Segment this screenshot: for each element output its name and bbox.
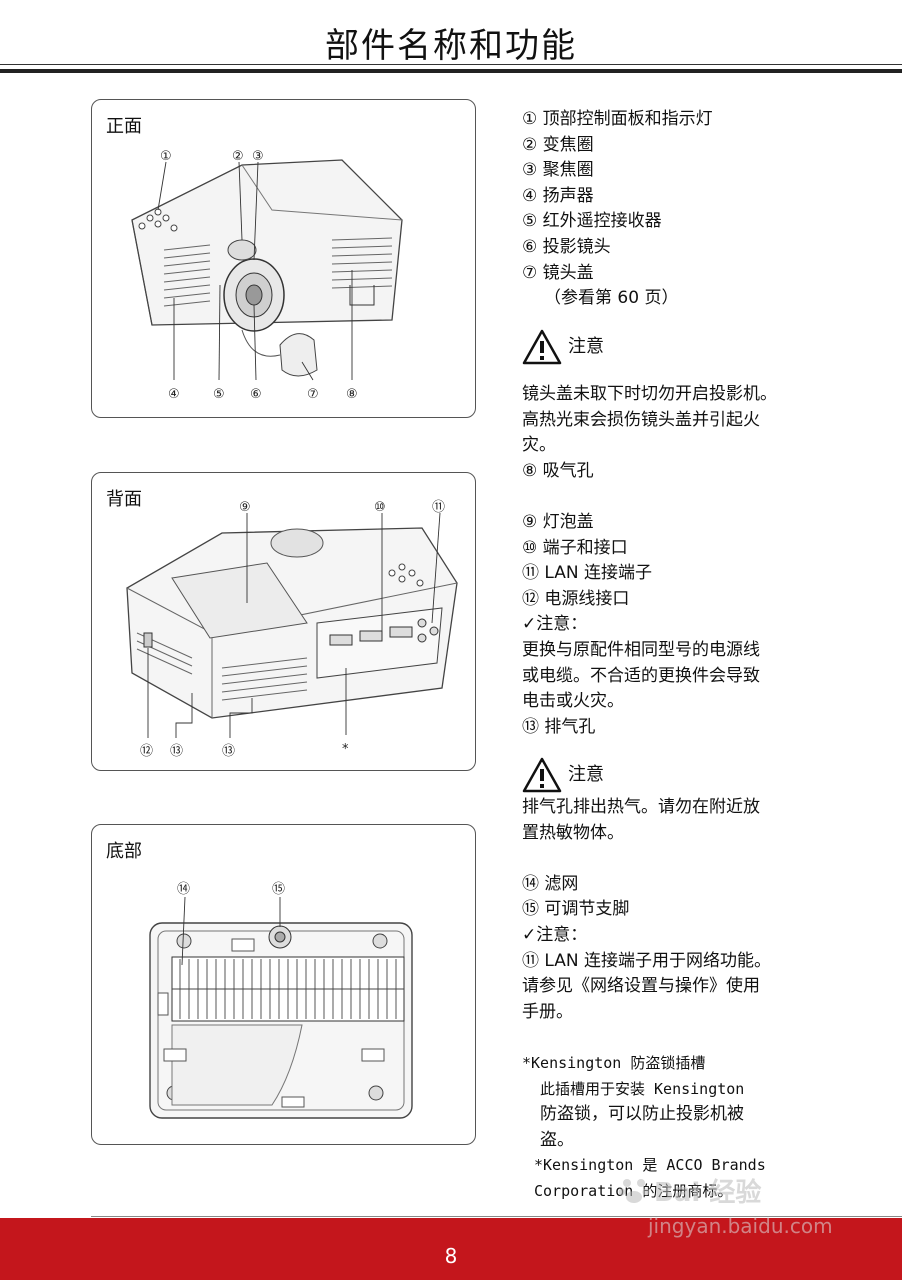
front-view-panel: 正面 — [91, 99, 476, 418]
callout-14: ⑭ — [177, 882, 190, 897]
caution-line: 排气孔排出热气。请勿在附近放 — [522, 797, 760, 817]
kensington-line: 此插槽用于安装 Kensington — [540, 1079, 745, 1098]
watermark-url: jingyan.baidu.com — [648, 1214, 833, 1238]
callout-15: ⑮ — [272, 882, 285, 897]
list-item: ③ 聚焦圈 — [522, 160, 594, 181]
callout-9: ⑨ — [239, 500, 251, 515]
kensington-line: 盗。 — [540, 1129, 574, 1150]
callout-8: ⑧ — [346, 387, 358, 402]
list-item: ⑤ 红外遥控接收器 — [522, 211, 662, 232]
note-line: 或电缆。不合适的更换件会导致 — [522, 665, 760, 686]
bottom-view-label: 底部 — [106, 841, 142, 862]
callout-4: ④ — [168, 387, 180, 402]
watermark-brand: Bai 经验 — [654, 1178, 762, 1208]
note-line: ⑪ LAN 连接端子用于网络功能。 — [522, 950, 772, 971]
warning-icon — [522, 757, 562, 793]
page-reference: （参看第 60 页） — [544, 288, 679, 309]
caution-2: 注意 — [522, 752, 822, 798]
paw-logo-icon — [618, 1179, 650, 1203]
caution-label: 注意 — [568, 336, 604, 358]
callout-3: ③ — [252, 149, 264, 164]
caution-line: 高热光束会损伤镜头盖并引起火 — [522, 409, 760, 430]
caution-line: 置热敏物体。 — [522, 822, 624, 843]
callout-11: ⑪ — [432, 500, 445, 515]
trademark-line: Corporation 的注册商标。 — [534, 1181, 733, 1200]
callout-10: ⑩ — [374, 500, 386, 515]
callout-2: ② — [232, 149, 244, 164]
list-item: ⑦ 镜头盖 — [522, 262, 594, 283]
callout-13a: ⑬ — [170, 744, 183, 759]
back-view-label: 背面 — [106, 489, 142, 510]
list-item: ⑪ LAN 连接端子 — [522, 563, 653, 584]
callout-13b: ⑬ — [222, 744, 235, 759]
trademark-line: *Kensington 是 ACCO Brands — [534, 1156, 766, 1175]
title-rule-thin — [0, 64, 902, 65]
list-item: ⑮ 可调节支脚 — [522, 899, 630, 920]
kensington-title: *Kensington 防盗锁插槽 — [522, 1053, 706, 1072]
note-line: 请参见《网络设置与操作》使用 — [522, 976, 760, 997]
list-item: ① 顶部控制面板和指示灯 — [522, 109, 713, 129]
callout-6: ⑥ — [250, 387, 262, 402]
list-item: ② 变焦圈 — [522, 134, 594, 155]
list-item: ④ 扬声器 — [522, 185, 594, 206]
caution-1-text: 镜头盖未取下时切勿开启投影机。 高热光束会损伤镜头盖并引起火 灾。 ⑧ 吸气孔 … — [522, 382, 822, 740]
caution-heading: 注意 — [522, 324, 822, 370]
front-view-illustration: ① ② ③ ④ ⑤ ⑥ ⑦ ⑧ — [131, 149, 403, 402]
callout-1: ① — [160, 149, 172, 164]
list-item: ⑩ 端子和接口 — [522, 537, 628, 558]
caution-label: 注意 — [568, 764, 604, 786]
note-line: 更换与原配件相同型号的电源线 — [522, 639, 760, 660]
warning-icon — [522, 329, 562, 365]
front-view-label: 正面 — [106, 116, 142, 137]
footer-rule — [91, 1216, 902, 1217]
title-rule-thick — [0, 69, 902, 73]
list-item: ⑬ 排气孔 — [522, 716, 596, 737]
bottom-view-panel: 底部 ⑭ ⑮ — [91, 824, 476, 1145]
list-item: ⑧ 吸气孔 — [522, 460, 594, 481]
callout-kensington: * — [342, 742, 349, 757]
list-item: ⑨ 灯泡盖 — [522, 511, 594, 532]
footer-bar — [0, 1218, 902, 1280]
page-title: 部件名称和功能 — [325, 26, 577, 66]
note-line: 电击或火灾。 — [522, 691, 624, 712]
list-item: ⑥ 投影镜头 — [522, 236, 611, 257]
note-label: ✓注意： — [522, 614, 588, 635]
bottom-view-illustration: ⑭ ⑮ — [149, 882, 413, 1119]
caution-line: 镜头盖未取下时切勿开启投影机。 — [522, 384, 777, 404]
back-view-panel: 背面 — [91, 472, 476, 771]
callout-5: ⑤ — [213, 387, 225, 402]
page-number: 8 — [444, 1244, 458, 1268]
kensington-line: 防盗锁，可以防止投影机被 — [540, 1104, 744, 1125]
caution-2-text: 排气孔排出热气。请勿在附近放 置热敏物体。 ⑭ 滤网 ⑮ 可调节支脚 ✓注意： … — [522, 795, 822, 1205]
caution-heading: 注意 — [522, 752, 822, 798]
callout-12: ⑫ — [140, 744, 153, 759]
caution-line: 灾。 — [522, 435, 556, 456]
note-line: 手册。 — [522, 1001, 573, 1022]
callout-7: ⑦ — [307, 387, 319, 402]
list-item: ⑭ 滤网 — [522, 873, 579, 894]
caution-1: 注意 — [522, 324, 822, 370]
watermark: Bai 经验 jingyan.baidu.com — [618, 1168, 878, 1248]
note-label: ✓注意： — [522, 924, 588, 945]
back-view-illustration: ⑨ ⑩ ⑪ ⑫ ⑬ ⑬ * — [126, 500, 458, 759]
list-item: ⑫ 电源线接口 — [522, 588, 630, 609]
parts-list-1: ① 顶部控制面板和指示灯 ② 变焦圈 ③ 聚焦圈 ④ 扬声器 ⑤ 红外遥控接收器… — [522, 107, 822, 312]
